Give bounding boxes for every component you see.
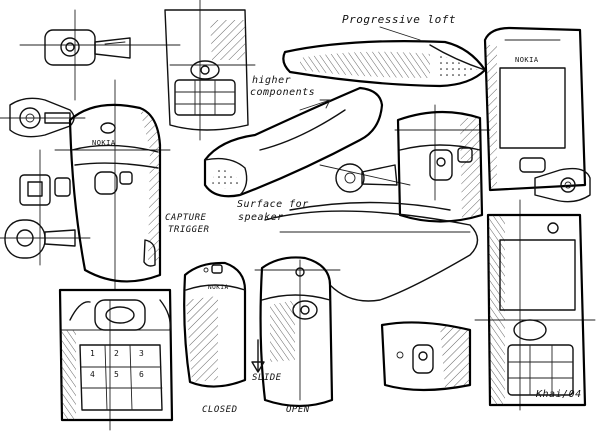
slim-phone-top-right: [483, 26, 587, 192]
annotation-progressive-loft: Progressive loft: [342, 13, 456, 26]
open-phone-sketch: [259, 256, 334, 408]
annotation-trigger: TRIGGER: [168, 225, 210, 235]
small-slider-bottom-right: [380, 321, 472, 392]
annotation-surface-for: Surface for: [237, 199, 309, 210]
connector-key-mid: [335, 163, 398, 193]
small-key-right: [534, 167, 591, 203]
wedge-device-sketch: [396, 110, 484, 223]
annotation-speaker: speaker: [238, 212, 284, 223]
keypad-key: 2: [114, 349, 120, 358]
brand-mark-top-right-phone: NOKIA: [515, 56, 539, 64]
annotation-closed: CLOSED: [202, 405, 238, 415]
keypad-key: 5: [114, 370, 120, 379]
annotation-components: components: [250, 87, 316, 98]
keypad-module-sketch: [164, 9, 249, 131]
mini-puck-sketch: [44, 29, 131, 66]
keypad-key: 3: [139, 349, 145, 358]
higher-components-sketch: [203, 86, 384, 198]
small-parts-left: [4, 174, 76, 259]
annotation-capture: CAPTURE: [165, 213, 207, 223]
brand-mark-left-phone: NOKIA: [92, 139, 116, 147]
keypad-key: 6: [139, 370, 145, 379]
progressive-loft-sketch: [282, 26, 487, 88]
keypad-key: 4: [90, 370, 96, 379]
slider-phone-right: [486, 213, 587, 407]
slide-arrow: [251, 339, 265, 373]
brand-mark-small-phone: NOKIA: [208, 284, 229, 291]
annotation-slide: SLIDE: [252, 373, 282, 383]
artist-signature: Khai/04: [536, 389, 582, 400]
keyring-puck-left: [9, 97, 75, 138]
main-phone-body-sketch: [68, 103, 162, 283]
annotation-higher: higher: [252, 75, 292, 86]
closed-phone-sketch: [183, 261, 247, 388]
sliding-form-center: [264, 201, 479, 302]
keypad-key: 1: [90, 349, 96, 358]
keypad-phone-bottom-left: [58, 288, 174, 422]
annotation-open: OPEN: [286, 405, 310, 415]
